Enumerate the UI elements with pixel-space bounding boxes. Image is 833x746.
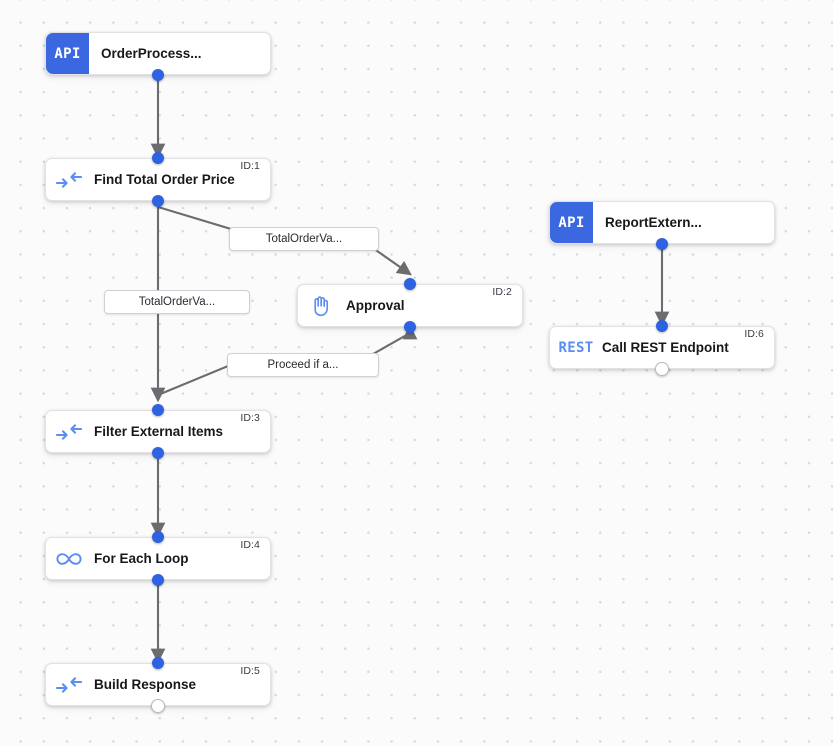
node-id-badge: ID:1 [240,160,260,172]
edge-label-total-order-value-filter[interactable]: TotalOrderVa... [104,290,250,314]
api-badge-icon: API [46,33,89,74]
port-filter-output[interactable] [152,447,164,459]
node-id-badge: ID:6 [744,328,764,340]
node-call-rest-endpoint[interactable]: REST Call REST Endpoint ID:6 [549,326,775,369]
merge-arrows-icon [46,676,92,693]
port-for-each-output[interactable] [152,574,164,586]
port-call-rest-output[interactable] [655,362,669,376]
api-badge-icon: API [550,202,593,243]
port-call-rest-input[interactable] [656,320,668,332]
port-build-response-output[interactable] [151,699,165,713]
node-id-badge: ID:4 [240,539,260,551]
node-label: Approval [346,298,405,313]
rest-badge-icon: REST [558,339,594,356]
node-build-response[interactable]: Build Response ID:5 [45,663,271,706]
node-label: ReportExtern... [605,215,702,230]
node-label: For Each Loop [94,551,189,566]
port-find-total-output[interactable] [152,195,164,207]
port-filter-input[interactable] [152,404,164,416]
node-id-badge: ID:5 [240,665,260,677]
node-label: Find Total Order Price [94,172,235,187]
port-build-response-input[interactable] [152,657,164,669]
edge-label-total-order-value-approval[interactable]: TotalOrderVa... [229,227,379,251]
hand-icon [298,295,344,317]
port-approval-output[interactable] [404,321,416,333]
node-label: Filter External Items [94,424,224,439]
infinity-loop-icon [46,551,92,567]
node-approval[interactable]: Approval ID:2 [297,284,523,327]
port-approval-input[interactable] [404,278,416,290]
node-filter-external-items[interactable]: Filter External Items ID:3 [45,410,271,453]
node-label: Call REST Endpoint [602,340,729,355]
port-for-each-input[interactable] [152,531,164,543]
node-id-badge: ID:2 [492,286,512,298]
port-order-process-output[interactable] [152,69,164,81]
node-label: OrderProcess... [101,46,202,61]
port-report-external-output[interactable] [656,238,668,250]
node-order-process[interactable]: API OrderProcess... [45,32,271,75]
merge-arrows-icon [46,423,92,440]
node-id-badge: ID:3 [240,412,260,424]
edge-label-proceed-if-approved[interactable]: Proceed if a... [227,353,379,377]
merge-arrows-icon [46,171,92,188]
node-for-each-loop[interactable]: For Each Loop ID:4 [45,537,271,580]
port-find-total-input[interactable] [152,152,164,164]
node-label: Build Response [94,677,197,692]
